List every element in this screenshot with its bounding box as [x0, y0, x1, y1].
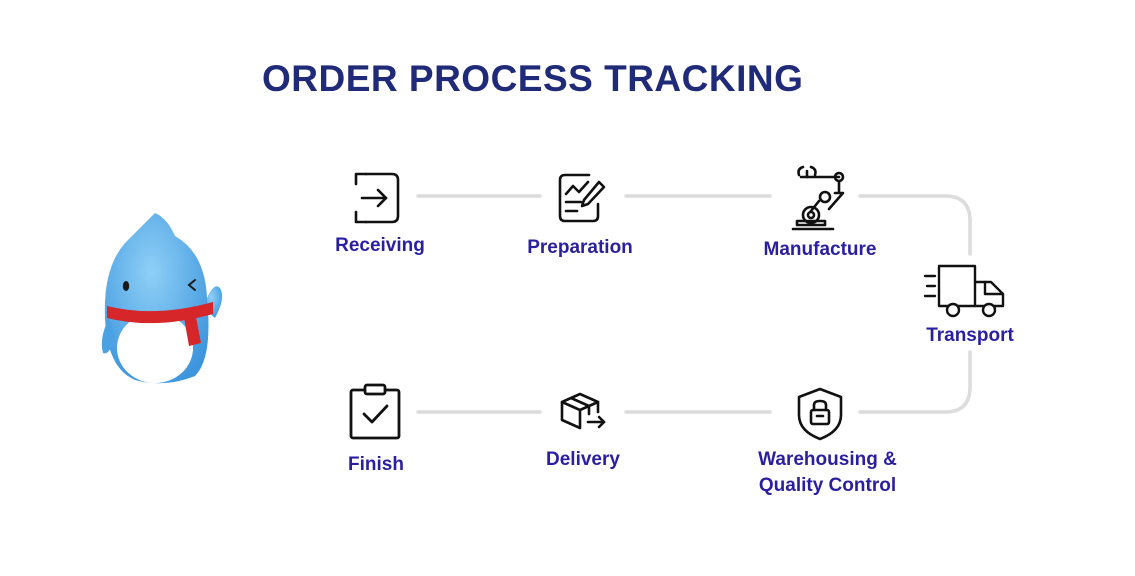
step-transport-label: Transport — [926, 325, 1014, 346]
step-finish-label: Finish — [348, 454, 404, 475]
checklist-icon — [349, 383, 401, 440]
step-manufacture-label: Manufacture — [763, 239, 877, 260]
truck-icon — [923, 264, 1005, 318]
page-title: ORDER PROCESS TRACKING — [262, 58, 804, 99]
package-icon — [560, 392, 606, 430]
step-receiving-label: Receiving — [335, 235, 425, 256]
step-delivery-label: Delivery — [546, 449, 620, 470]
edit-chart-icon — [558, 173, 606, 223]
step-warehousing-label-line1: Warehousing & — [758, 449, 897, 470]
robot-arm-icon — [791, 165, 845, 231]
step-warehousing-label-line2: Quality Control — [758, 475, 897, 496]
step-warehousing-label: Warehousing & Quality Control — [725, 447, 930, 499]
step-preparation-label: Preparation — [527, 237, 633, 258]
penguin-mascot-icon — [101, 213, 223, 384]
enter-icon — [354, 172, 400, 224]
shield-lock-icon — [797, 387, 843, 441]
